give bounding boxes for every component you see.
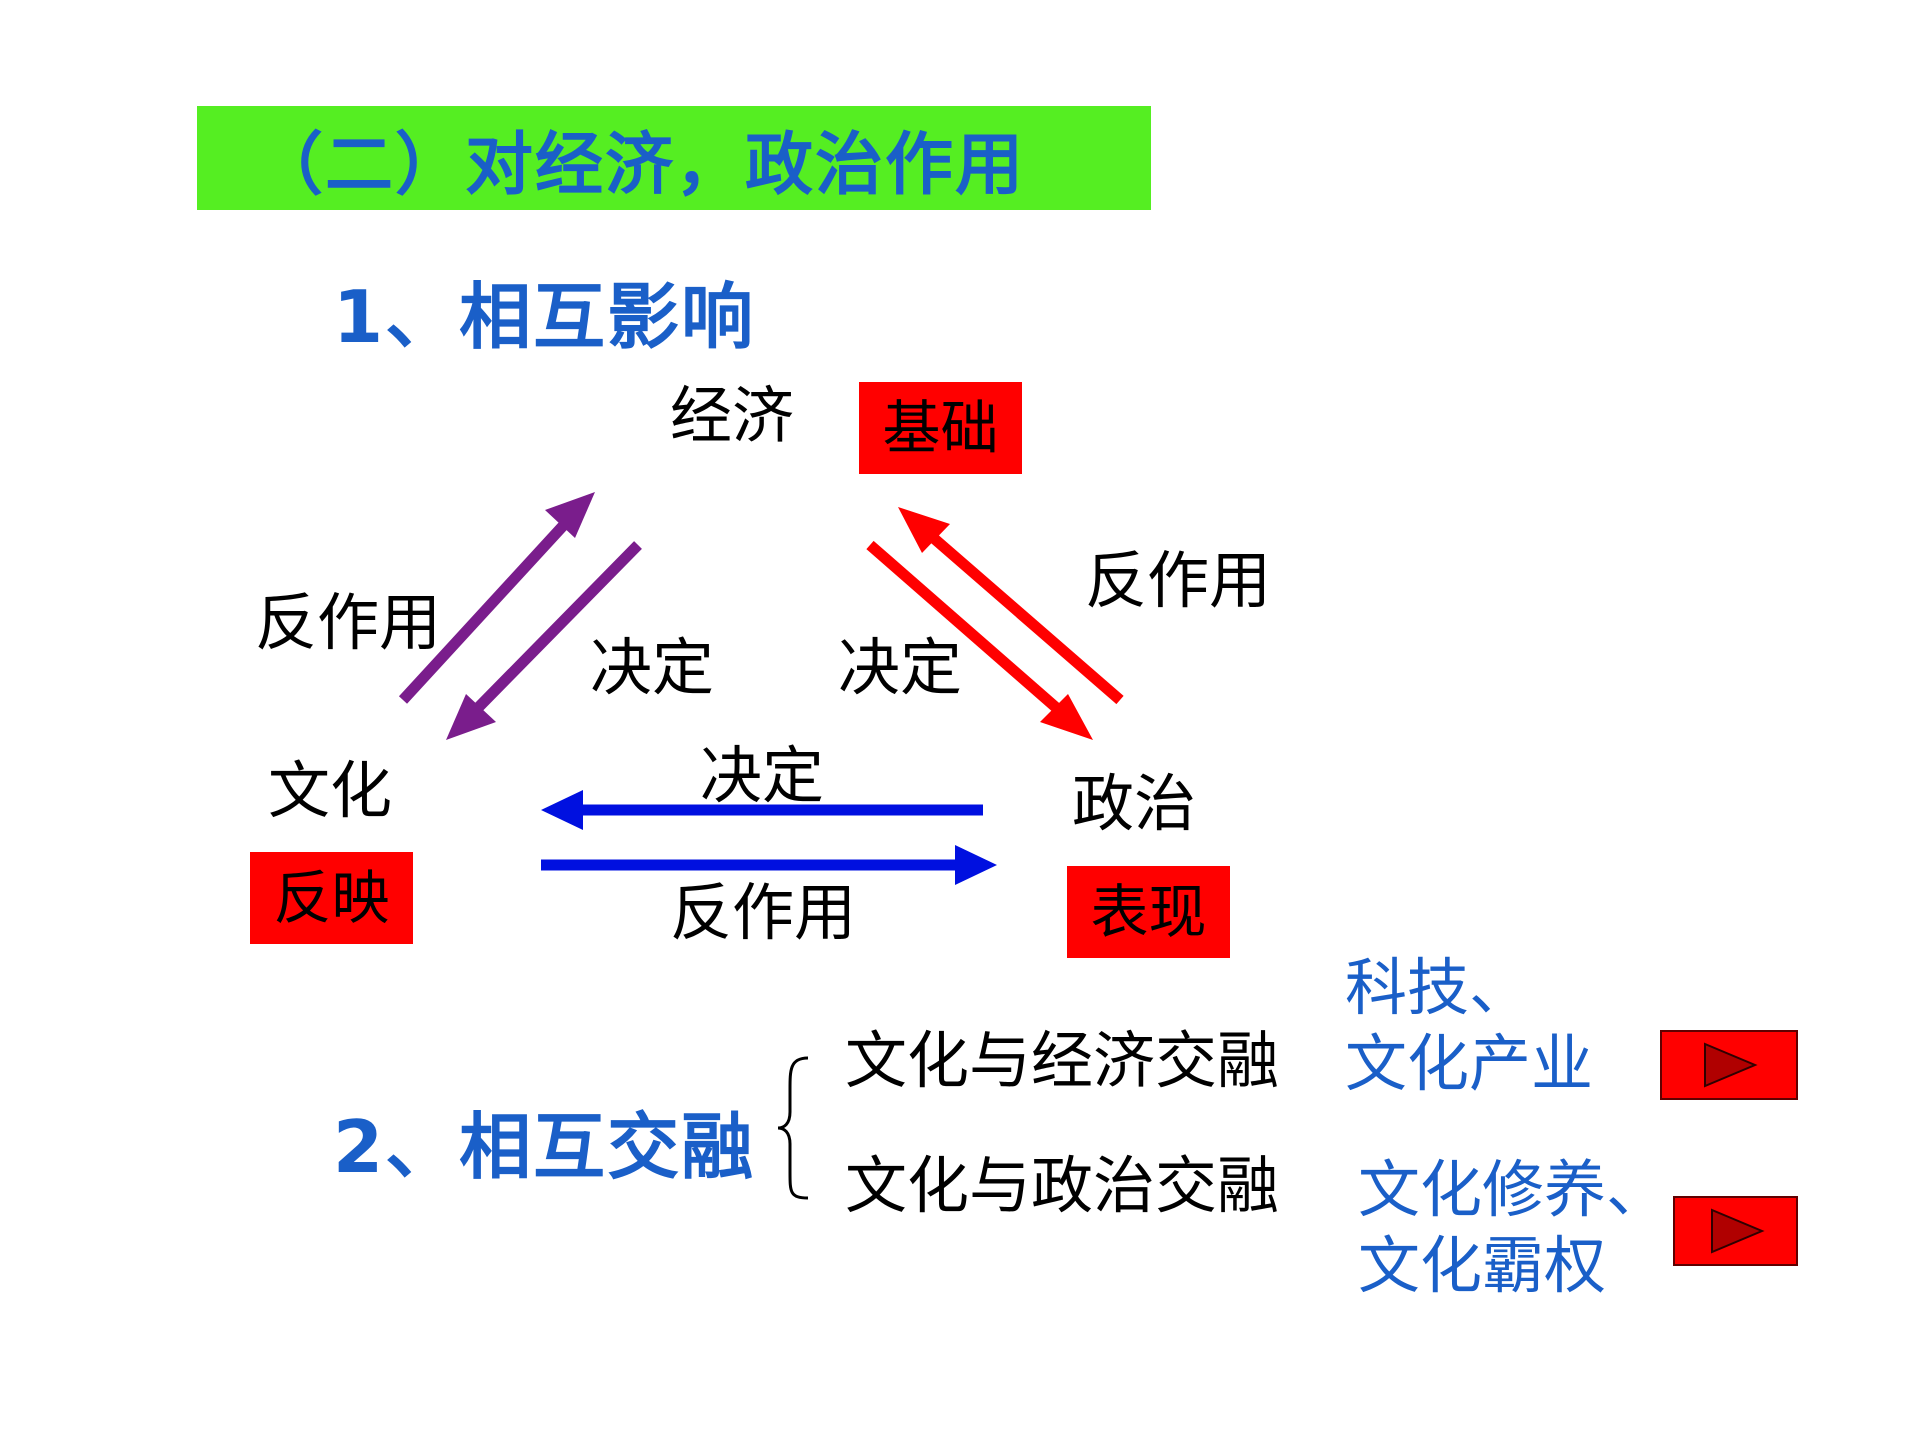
edge-label-culture-reacts-politics: 反作用 <box>670 876 857 949</box>
example-cultural-hegemony: 文化霸权 <box>1358 1228 1607 1302</box>
edge-label-economy-decides-politics: 决定 <box>838 631 963 704</box>
node-economy: 经济 <box>670 379 795 452</box>
play-icon <box>1704 1042 1758 1088</box>
arrow-economy-to-politics <box>866 540 1093 740</box>
tag-culture-reflection: 反映 <box>250 852 413 944</box>
arrow-politics-to-economy <box>898 507 1124 705</box>
arrow-politics-to-culture <box>541 790 983 830</box>
arrow-culture-to-economy <box>398 492 595 704</box>
item-culture-politics-blend: 文化与政治交融 <box>845 1149 1280 1222</box>
tag-economy-foundation: 基础 <box>859 382 1022 474</box>
play-icon <box>1710 1208 1765 1254</box>
title-banner: （二）对经济，政治作用 <box>197 106 1151 210</box>
node-culture: 文化 <box>268 754 393 827</box>
examples-politics-blend: 文化修养、 文化霸权 <box>1358 1152 1668 1303</box>
tag-politics-expression: 表现 <box>1067 866 1230 958</box>
edge-label-politics-decides-culture: 决定 <box>700 739 825 812</box>
section-heading-mutual-influence: 1、相互影响 <box>333 275 756 359</box>
examples-economy-blend: 科技、 文化产业 <box>1345 950 1593 1101</box>
example-tech: 科技、 <box>1345 951 1532 1024</box>
edge-label-culture-reacts-economy: 反作用 <box>255 586 442 659</box>
play-button-economy-blend[interactable] <box>1660 1030 1798 1100</box>
node-politics: 政治 <box>1072 767 1197 840</box>
edge-label-politics-reacts-economy: 反作用 <box>1085 544 1272 617</box>
example-cultural-cultivation: 文化修养、 <box>1358 1153 1669 1226</box>
section-heading-mutual-blending: 2、相互交融 <box>333 1105 756 1189</box>
play-button-politics-blend[interactable] <box>1673 1196 1798 1266</box>
example-culture-industry: 文化产业 <box>1345 1026 1594 1100</box>
slide-title: （二）对经济，政治作用 <box>255 125 1026 205</box>
arrow-economy-to-culture <box>446 541 642 740</box>
item-culture-economy-blend: 文化与经济交融 <box>845 1024 1280 1097</box>
arrow-culture-to-politics <box>541 845 997 885</box>
edge-label-economy-decides-culture: 决定 <box>590 631 715 704</box>
